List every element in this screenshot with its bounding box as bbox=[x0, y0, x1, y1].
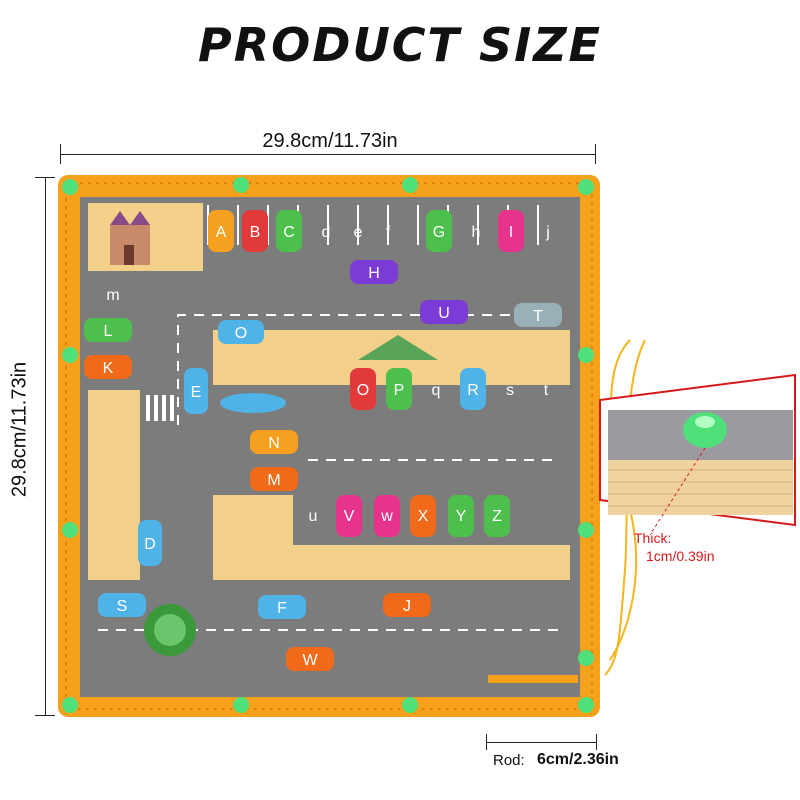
slot-letter: j bbox=[545, 224, 550, 241]
slot-letter: w bbox=[380, 508, 393, 525]
rod-dimension-tick-left bbox=[486, 734, 487, 750]
letter-labels-plain: d e f h j O P q R s t u V w X Y Z H U T … bbox=[103, 224, 550, 669]
car-letter: G bbox=[433, 224, 445, 241]
car-letter: C bbox=[283, 224, 295, 241]
car-letter: V bbox=[344, 508, 355, 525]
peg-icon bbox=[683, 412, 727, 448]
maze-board-illustration: A B C G I d e f h j O P q R s t u V w X … bbox=[58, 175, 600, 717]
car-letter: L bbox=[104, 323, 113, 340]
fair-panel bbox=[88, 390, 140, 580]
car-letter: A bbox=[216, 224, 227, 241]
width-dimension-line bbox=[60, 154, 595, 155]
slot-letter: m bbox=[106, 287, 119, 304]
car-letter: E bbox=[191, 384, 202, 401]
rod-dimension-line bbox=[486, 742, 596, 743]
car-letter: S bbox=[117, 598, 128, 615]
rod-dimension-tick-right bbox=[596, 734, 597, 750]
pool-icon bbox=[220, 393, 286, 413]
car-letter: D bbox=[144, 536, 156, 553]
car-letter: W bbox=[302, 652, 318, 669]
bottom-strip-panel bbox=[293, 545, 570, 580]
car-letter: I bbox=[509, 224, 513, 241]
slot-letter: d bbox=[322, 224, 331, 241]
car-letter: U bbox=[438, 305, 450, 322]
car-letter: X bbox=[418, 508, 429, 525]
cars bbox=[84, 210, 562, 671]
car-letter: Z bbox=[492, 508, 502, 525]
thickness-zoom-callout bbox=[599, 339, 796, 676]
width-dimension-tick-left bbox=[60, 144, 61, 164]
slot-letter: q bbox=[432, 382, 441, 399]
car-letter: K bbox=[103, 360, 114, 377]
width-label: 29.8cm/11.73in bbox=[262, 130, 398, 152]
thick-value: 1cm/0.39in bbox=[646, 548, 715, 564]
page-title: PRODUCT SIZE bbox=[198, 18, 602, 72]
height-dimension-tick-bottom bbox=[35, 715, 55, 716]
slot-letter: s bbox=[506, 382, 514, 399]
height-label: 29.8cm/11.73in bbox=[8, 361, 31, 498]
car-letter: F bbox=[277, 600, 287, 617]
hill-icon bbox=[358, 335, 438, 360]
slot-letter: u bbox=[309, 508, 318, 525]
car-letter: R bbox=[467, 382, 479, 399]
pegs bbox=[62, 177, 594, 713]
car-letter: O bbox=[235, 325, 247, 342]
rod-value: 6cm/2.36in bbox=[537, 751, 619, 768]
slot-letter: t bbox=[544, 382, 549, 399]
board-layers bbox=[608, 460, 793, 515]
thick-label: Thick: bbox=[634, 530, 672, 546]
car-letter: P bbox=[394, 382, 405, 399]
height-dimension-line bbox=[45, 177, 46, 715]
station-panel bbox=[213, 495, 293, 580]
crosswalk bbox=[146, 395, 174, 421]
car-letter: M bbox=[267, 472, 280, 489]
height-dimension-tick-top bbox=[35, 177, 55, 178]
car-letter: Y bbox=[456, 508, 467, 525]
maze-rail bbox=[488, 675, 578, 683]
letter-labels: A B C G I bbox=[216, 224, 514, 241]
car-letter: O bbox=[357, 382, 369, 399]
car-letter: T bbox=[533, 308, 543, 325]
slot-letter: h bbox=[472, 224, 481, 241]
rod-label: Rod: bbox=[493, 752, 525, 769]
castle-icon bbox=[110, 211, 150, 265]
board-frame-dots bbox=[65, 182, 593, 710]
car-letter: J bbox=[403, 598, 411, 615]
width-dimension-tick-right bbox=[595, 144, 596, 164]
slot-letter: e bbox=[354, 224, 363, 241]
slot-letter: f bbox=[386, 224, 391, 241]
car-letter: H bbox=[368, 265, 380, 282]
car-letter: B bbox=[250, 224, 261, 241]
car-letter: N bbox=[268, 435, 280, 452]
